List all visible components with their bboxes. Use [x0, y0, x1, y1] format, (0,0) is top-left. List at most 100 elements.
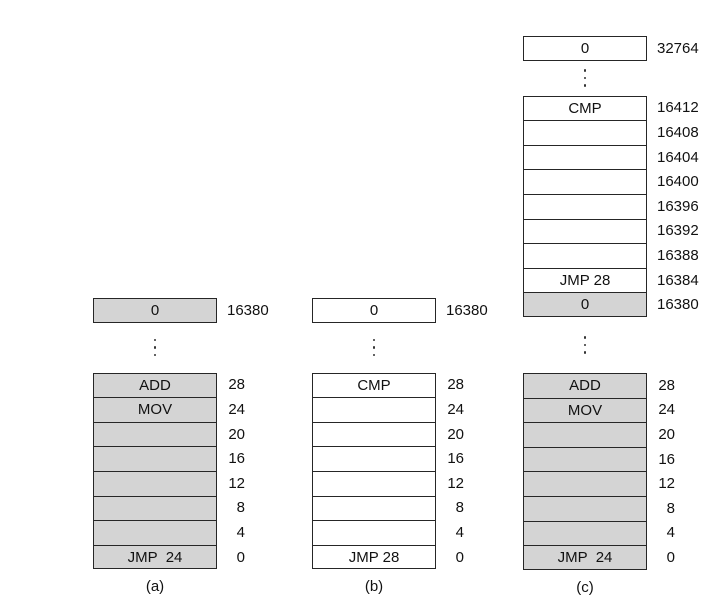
dot — [372, 338, 376, 342]
memory-cell — [312, 421, 436, 447]
memory-row: JMP 24 0 — [93, 544, 269, 570]
memory-cell: ADD — [523, 372, 647, 398]
memory-cell: JMP 28 — [523, 267, 647, 293]
memory-cell — [312, 520, 436, 545]
memory-row: 20 — [312, 421, 488, 447]
memory-cell — [312, 495, 436, 521]
ellipsis-dots — [93, 323, 217, 373]
memory-cell: CMP — [523, 95, 647, 121]
panel-label: (a) — [145, 578, 165, 596]
address-label: 16 — [658, 450, 675, 468]
cell-text: CMP — [568, 99, 602, 117]
memory-row: CMP 28 — [312, 372, 488, 398]
memory-row: 16392 — [523, 218, 699, 244]
memory-cell — [523, 422, 647, 447]
address-label: 24 — [447, 400, 464, 418]
cell-text: 0 — [150, 301, 160, 319]
memory-row: 12 — [523, 471, 699, 496]
memory-cell — [523, 446, 647, 472]
memory-row: 16 — [312, 446, 488, 471]
address-label: 16384 — [657, 271, 699, 289]
memory-cell: JMP 24 — [93, 544, 217, 570]
memory-row: 24 — [312, 397, 488, 422]
memory-cell — [523, 243, 647, 268]
memory-row: 4 — [93, 520, 269, 545]
address-label: 16380 — [446, 301, 488, 319]
memory-row: 8 — [523, 495, 699, 521]
dot — [583, 343, 587, 347]
cell-text: ADD — [139, 376, 171, 394]
dot — [583, 69, 587, 72]
memory-row: 8 — [312, 495, 488, 521]
panel-label: (c) — [576, 578, 594, 596]
cell-text: JMP 24 — [127, 548, 183, 566]
dot — [153, 353, 157, 357]
memory-cell: 0 — [523, 292, 647, 317]
memory-row: 4 — [523, 520, 699, 546]
memory-cell — [523, 495, 647, 521]
memory-row: 16408 — [523, 120, 699, 145]
cell-text: 0 — [580, 296, 590, 314]
memory-row: 16 — [93, 446, 269, 471]
dot — [583, 351, 587, 354]
cell-text: JMP 24 — [557, 548, 613, 566]
memory-cell — [312, 470, 436, 496]
memory-row: 16404 — [523, 144, 699, 170]
memory-row: 16 — [523, 446, 699, 472]
memory-block: 0 16380 — [93, 298, 269, 323]
memory-cell: CMP — [312, 372, 436, 398]
address-label: 20 — [658, 425, 675, 443]
memory-cell: MOV — [523, 397, 647, 423]
memory-cell — [93, 520, 217, 545]
memory-cell — [93, 421, 217, 447]
address-label: 0 — [455, 548, 464, 566]
memory-row: 20 — [93, 421, 269, 447]
address-label: 16408 — [657, 123, 699, 141]
memory-row: 8 — [93, 495, 269, 521]
cell-text: JMP 28 — [348, 548, 400, 566]
address-label: 8 — [455, 499, 464, 517]
memory-cell — [93, 495, 217, 521]
memory-row: 16396 — [523, 193, 699, 219]
ellipsis-dots — [312, 323, 436, 373]
memory-cell — [523, 218, 647, 244]
cell-text: 0 — [369, 301, 379, 319]
address-label: 4 — [236, 523, 245, 541]
memory-cell: 0 — [312, 298, 436, 323]
address-label: 24 — [658, 401, 675, 419]
memory-cell — [523, 169, 647, 194]
address-label: 12 — [658, 475, 675, 493]
address-label: 28 — [447, 376, 464, 394]
address-label: 20 — [228, 425, 245, 443]
memory-row: 0 16380 — [93, 298, 269, 323]
address-label: 4 — [666, 524, 675, 542]
address-label: 16380 — [227, 301, 269, 319]
address-label: 12 — [228, 474, 245, 492]
ellipsis-dots — [523, 317, 647, 373]
memory-cell — [523, 193, 647, 219]
memory-cell: ADD — [93, 372, 217, 398]
address-label: 16388 — [657, 246, 699, 264]
memory-row: 0 16380 — [312, 298, 488, 323]
ellipsis-dots — [523, 61, 647, 96]
address-label: 0 — [236, 548, 245, 566]
address-label: 8 — [666, 499, 675, 517]
memory-cell: JMP 24 — [523, 545, 647, 570]
memory-cell — [523, 144, 647, 170]
address-label: 16 — [447, 450, 464, 468]
address-label: 16396 — [657, 197, 699, 215]
memory-row: JMP 28 0 — [312, 544, 488, 570]
address-label: 28 — [658, 376, 675, 394]
memory-cell — [93, 446, 217, 471]
